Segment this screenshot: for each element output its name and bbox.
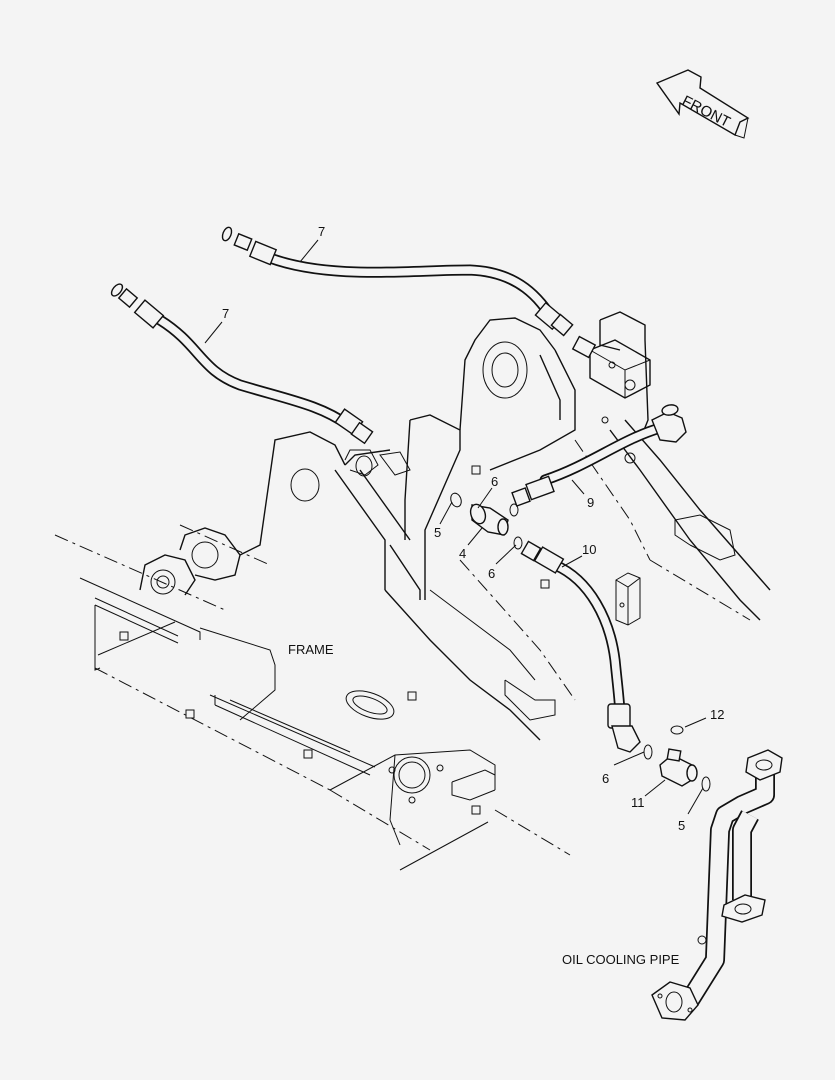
callout-7-upper: 7 (318, 224, 325, 239)
hose-9 (511, 404, 687, 507)
frame-structure: FRAME (54, 524, 571, 871)
front-arrow: FRONT (655, 69, 750, 139)
callout-5-upper: 5 (434, 525, 441, 540)
leader-lines (204, 239, 707, 815)
hose-10 (520, 540, 641, 753)
hose-7-upper (221, 226, 574, 337)
fitting-4 (450, 492, 523, 550)
fitting-11 (643, 725, 711, 792)
boom-brackets (139, 317, 771, 741)
callout-6-upper: 6 (491, 474, 498, 489)
oil-cooling-pipe: OIL COOLING PIPE (562, 749, 783, 1021)
callout-10: 10 (582, 542, 596, 557)
hose-7-lower (110, 283, 374, 445)
callout-6-middle: 6 (488, 566, 495, 581)
callout-4: 4 (459, 546, 466, 561)
callout-9: 9 (587, 495, 594, 510)
callout-5-lower: 5 (678, 818, 685, 833)
callout-12: 12 (710, 707, 724, 722)
callout-7-lower: 7 (222, 306, 229, 321)
callout-numbers: 7 7 9 10 6 5 4 6 12 6 11 5 (222, 224, 724, 833)
oil-cooling-pipe-label: OIL COOLING PIPE (562, 952, 680, 967)
callout-6-lower: 6 (602, 771, 609, 786)
frame-label: FRAME (288, 642, 334, 657)
callout-11: 11 (631, 795, 645, 810)
front-label: FRONT (679, 92, 733, 131)
